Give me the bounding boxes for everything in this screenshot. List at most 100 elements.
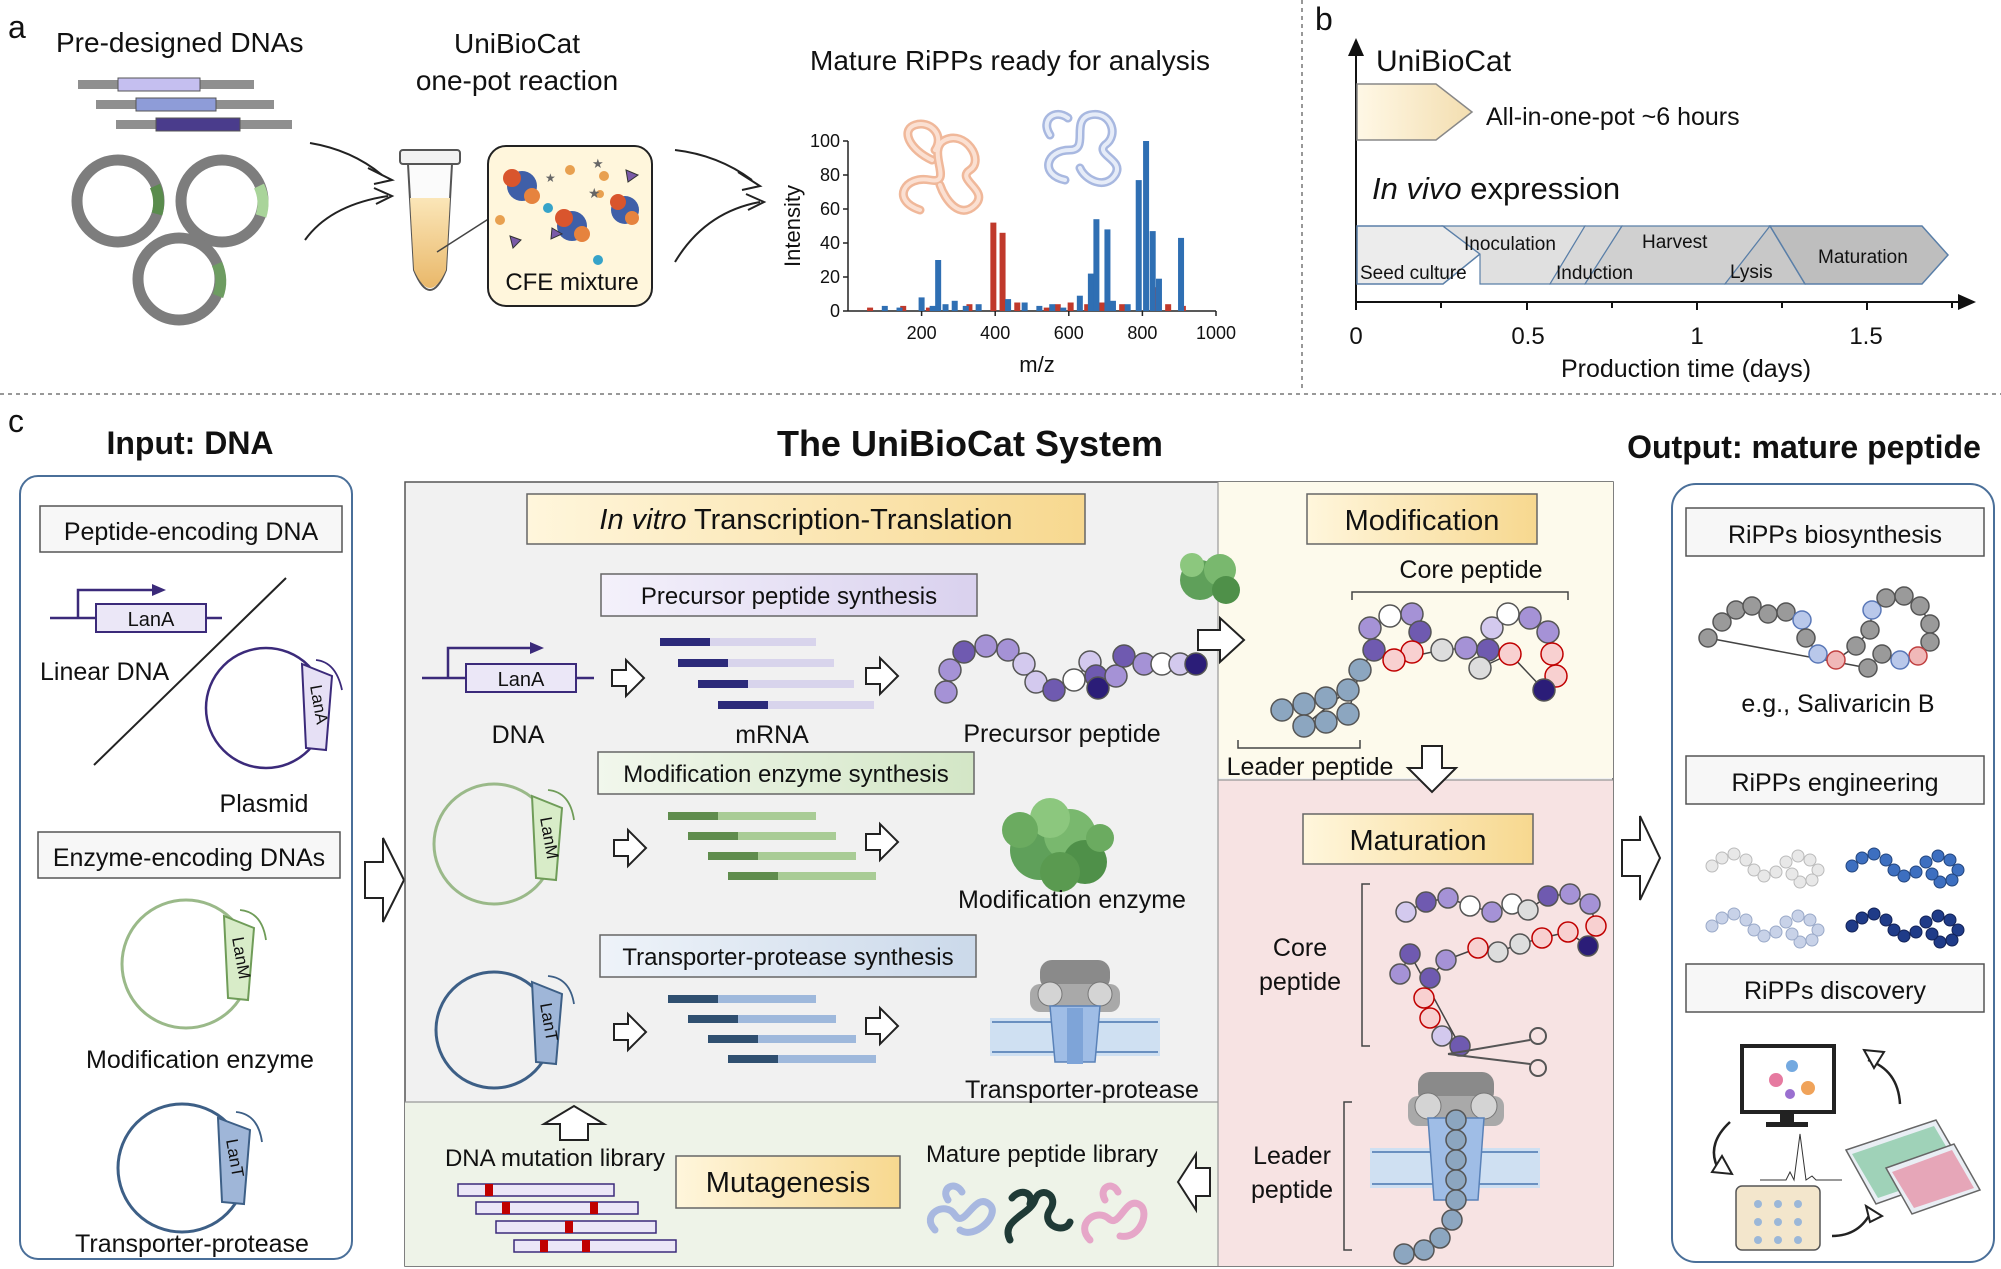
in-vivo-expression-label: In vivo expression xyxy=(1372,171,1620,206)
matpep-link-23 xyxy=(1409,953,1461,1047)
matpep-bead-24 xyxy=(1389,963,1411,985)
leader-label-1: Leader xyxy=(1253,1142,1331,1170)
eng-variant-1-bead-6 xyxy=(1909,865,1923,879)
step-seed-culture xyxy=(1356,225,1482,285)
modpep-bead-10 xyxy=(1378,604,1402,628)
all-in-one-pot-label: All-in-one-pot ~6 hours xyxy=(1486,103,1740,131)
maturation-title-box xyxy=(1302,813,1534,865)
ms-bar-s1-2 xyxy=(918,297,925,311)
matpep-bead-10 xyxy=(1585,915,1607,937)
timeline-x-label: Production time (days) xyxy=(1561,355,1811,383)
eng-variant-0-bead-2 xyxy=(1727,847,1741,861)
ms-bar-s1-23 xyxy=(1155,278,1162,311)
cfe-mixture-box: ★ ★ ★ CFE mixture xyxy=(487,145,653,307)
ms-x-tick-label-4: 1000 xyxy=(1196,323,1236,343)
ms-bar-s1-15 xyxy=(1087,273,1094,311)
input-dna-title: Input: DNA xyxy=(106,425,273,461)
ms-x-tick-label-2: 600 xyxy=(1054,323,1084,343)
mrna-bars-green xyxy=(668,812,876,880)
enzyme-dnas-label: Enzyme-encoding DNAs xyxy=(53,844,325,872)
modpep-bead-7 xyxy=(1348,658,1372,682)
arrow-lanm-to-mrna xyxy=(613,827,648,869)
ms-bar-s1-22 xyxy=(1149,231,1156,311)
matpep-bead-11 xyxy=(1577,935,1599,957)
modpep-bead-22 xyxy=(1540,642,1564,666)
precursor-peptide-label: Precursor peptide xyxy=(963,720,1160,748)
ripps-bio-box xyxy=(1685,507,1985,557)
step-inoculation xyxy=(1441,225,1587,285)
leader-bead-0 xyxy=(1445,1109,1467,1131)
ms-y-label: Intensity xyxy=(780,185,805,267)
eng-variant-3-bead-1 xyxy=(1855,911,1869,925)
eng-variant-2-bead-3 xyxy=(1739,913,1753,927)
eng-variant-3-bead-8 xyxy=(1931,909,1945,923)
matpep-bead-7 xyxy=(1537,885,1559,907)
arrow-dna-to-mrna xyxy=(611,657,646,699)
library-to-mutagenesis-arrow xyxy=(1176,1150,1211,1214)
mod-enzyme-synth-box xyxy=(597,751,975,795)
ms-bar-s1-12 xyxy=(1049,304,1056,311)
svg-text:★: ★ xyxy=(588,185,601,201)
linear-dna-strands xyxy=(78,77,292,132)
salivaricin-structure xyxy=(1698,586,1940,678)
eng-variant-2-bead-13 xyxy=(1785,927,1799,941)
eng-variant-3-bead-11 xyxy=(1945,933,1959,947)
eng-variant-2-bead-8 xyxy=(1791,909,1805,923)
ms-bar-s0-1 xyxy=(900,305,907,311)
output-peptide-box: RiPPs biosynthesis e.g., Salivaricin B R… xyxy=(1671,483,1995,1263)
salivaricin-bead-19 xyxy=(1872,644,1892,664)
ms-bar-s1-7 xyxy=(962,305,969,311)
mature-core-peptide-chain xyxy=(1389,883,1607,1057)
matpep-bead-9 xyxy=(1579,893,1601,915)
ms-bar-s1-16 xyxy=(1093,219,1100,311)
ms-x-tick-label-0: 200 xyxy=(907,323,937,343)
eng-variant-3-bead-0 xyxy=(1845,919,1859,933)
salivaricin-bead-18 xyxy=(1890,650,1910,670)
precursor-bead-13 xyxy=(1112,644,1136,668)
peptide-to-modification-arrow xyxy=(1197,615,1246,665)
step-label-inoculation: Inoculation xyxy=(1464,234,1556,255)
eng-variant-0-bead-12 xyxy=(1793,875,1807,889)
ms-bar-s0-7 xyxy=(1043,307,1050,311)
eng-variant-0-bead-11 xyxy=(1805,873,1819,887)
reaction-tube-icon xyxy=(399,149,491,291)
ms-bar-s0-12 xyxy=(1119,304,1126,311)
leader-bead-4 xyxy=(1445,1189,1467,1211)
eng-variant-2-bead-5 xyxy=(1757,929,1771,943)
leader-bead-2 xyxy=(1445,1149,1467,1171)
ms-y-tick-label-5: 100 xyxy=(810,131,840,151)
precursor-bead-4 xyxy=(996,638,1020,662)
eng-variant-0-bead-0 xyxy=(1705,859,1719,873)
modified-peptide-chain xyxy=(1270,602,1568,738)
eng-variant-2-bead-1 xyxy=(1715,911,1729,925)
timeline-ticks xyxy=(1355,302,1953,310)
modpep-bead-2 xyxy=(1314,686,1338,710)
arrow-lant-to-mrna xyxy=(613,1011,648,1053)
eng-variant-3-bead-10 xyxy=(1951,923,1965,937)
eng-variant-1-bead-4 xyxy=(1887,863,1901,877)
mature-peptide-library-label: Mature peptide library xyxy=(926,1141,1158,1168)
ms-bar-s1-19 xyxy=(1124,304,1131,311)
modpep-bead-6 xyxy=(1336,702,1360,726)
ms-bar-s1-0 xyxy=(881,305,888,311)
transporter-synth-label: Transporter-protease synthesis xyxy=(622,944,953,971)
ms-bar-s0-11 xyxy=(1098,302,1105,311)
modpep-bead-12 xyxy=(1408,620,1432,644)
mutation-library-bars xyxy=(457,1183,677,1253)
matpep-bead-0 xyxy=(1395,901,1417,923)
modpep-bead-26 xyxy=(1468,656,1492,680)
matpep-bead-4 xyxy=(1481,901,1503,923)
eng-variant-1-bead-1 xyxy=(1855,851,1869,865)
mrna-bars-blue xyxy=(668,995,876,1063)
panel-a: a Pre-designed DNAs UniBioCat one-pot re… xyxy=(8,9,1236,377)
panel-b-letter: b xyxy=(1315,1,1333,37)
ms-bar-s1-3 xyxy=(929,305,936,311)
system-to-output-arrow xyxy=(1621,815,1662,901)
scissors-icon xyxy=(1447,1027,1547,1077)
dna-label: DNA xyxy=(492,721,545,749)
precursor-bead-11 xyxy=(1086,676,1110,700)
modification-to-maturation-arrow xyxy=(1405,745,1459,794)
ms-bar-s0-14 xyxy=(1165,304,1172,311)
leader-label-2: peptide xyxy=(1251,1176,1333,1204)
